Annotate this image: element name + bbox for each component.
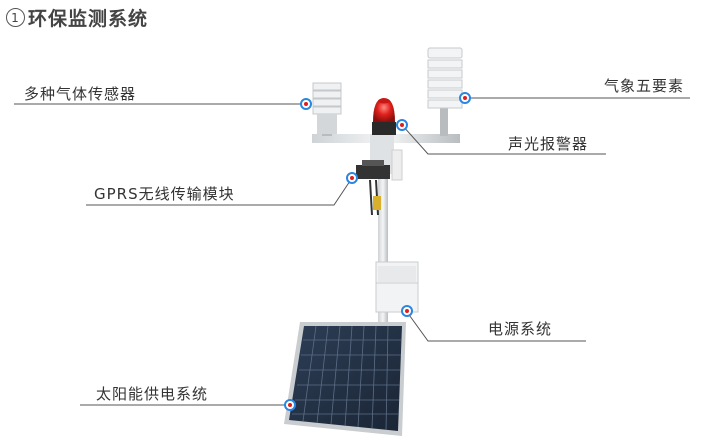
power-marker-icon [401,305,413,317]
title-number: 1 [6,8,25,27]
gas-sensor-device [312,82,342,136]
weather-marker-icon [459,92,471,104]
title-text: 环保监测系统 [28,8,149,30]
power-callout-line [406,311,586,342]
marker-dots [284,92,471,411]
label-gas-sensor: 多种气体传感器 [24,85,137,103]
solar-panel-device [284,322,406,436]
alarm-light-device [372,98,396,135]
gprs-callout-line [86,177,353,206]
label-weather: 气象五要素 [604,77,685,95]
page-title: 1 环保监测系统 [6,4,148,31]
alarm-callout-line [401,124,606,155]
label-solar: 太阳能供电系统 [96,385,209,403]
alarm-marker-icon [396,119,408,131]
gas-sensor-marker-icon [300,98,312,110]
power-box-device [375,261,419,313]
gprs-module-device [356,149,403,216]
label-gprs: GPRS无线传输模块 [94,185,235,203]
solar-marker-icon [284,399,296,411]
weather-sensor-device [427,47,463,136]
gprs-marker-icon [346,172,358,184]
label-power: 电源系统 [488,320,553,338]
label-alarm: 声光报警器 [508,135,589,153]
